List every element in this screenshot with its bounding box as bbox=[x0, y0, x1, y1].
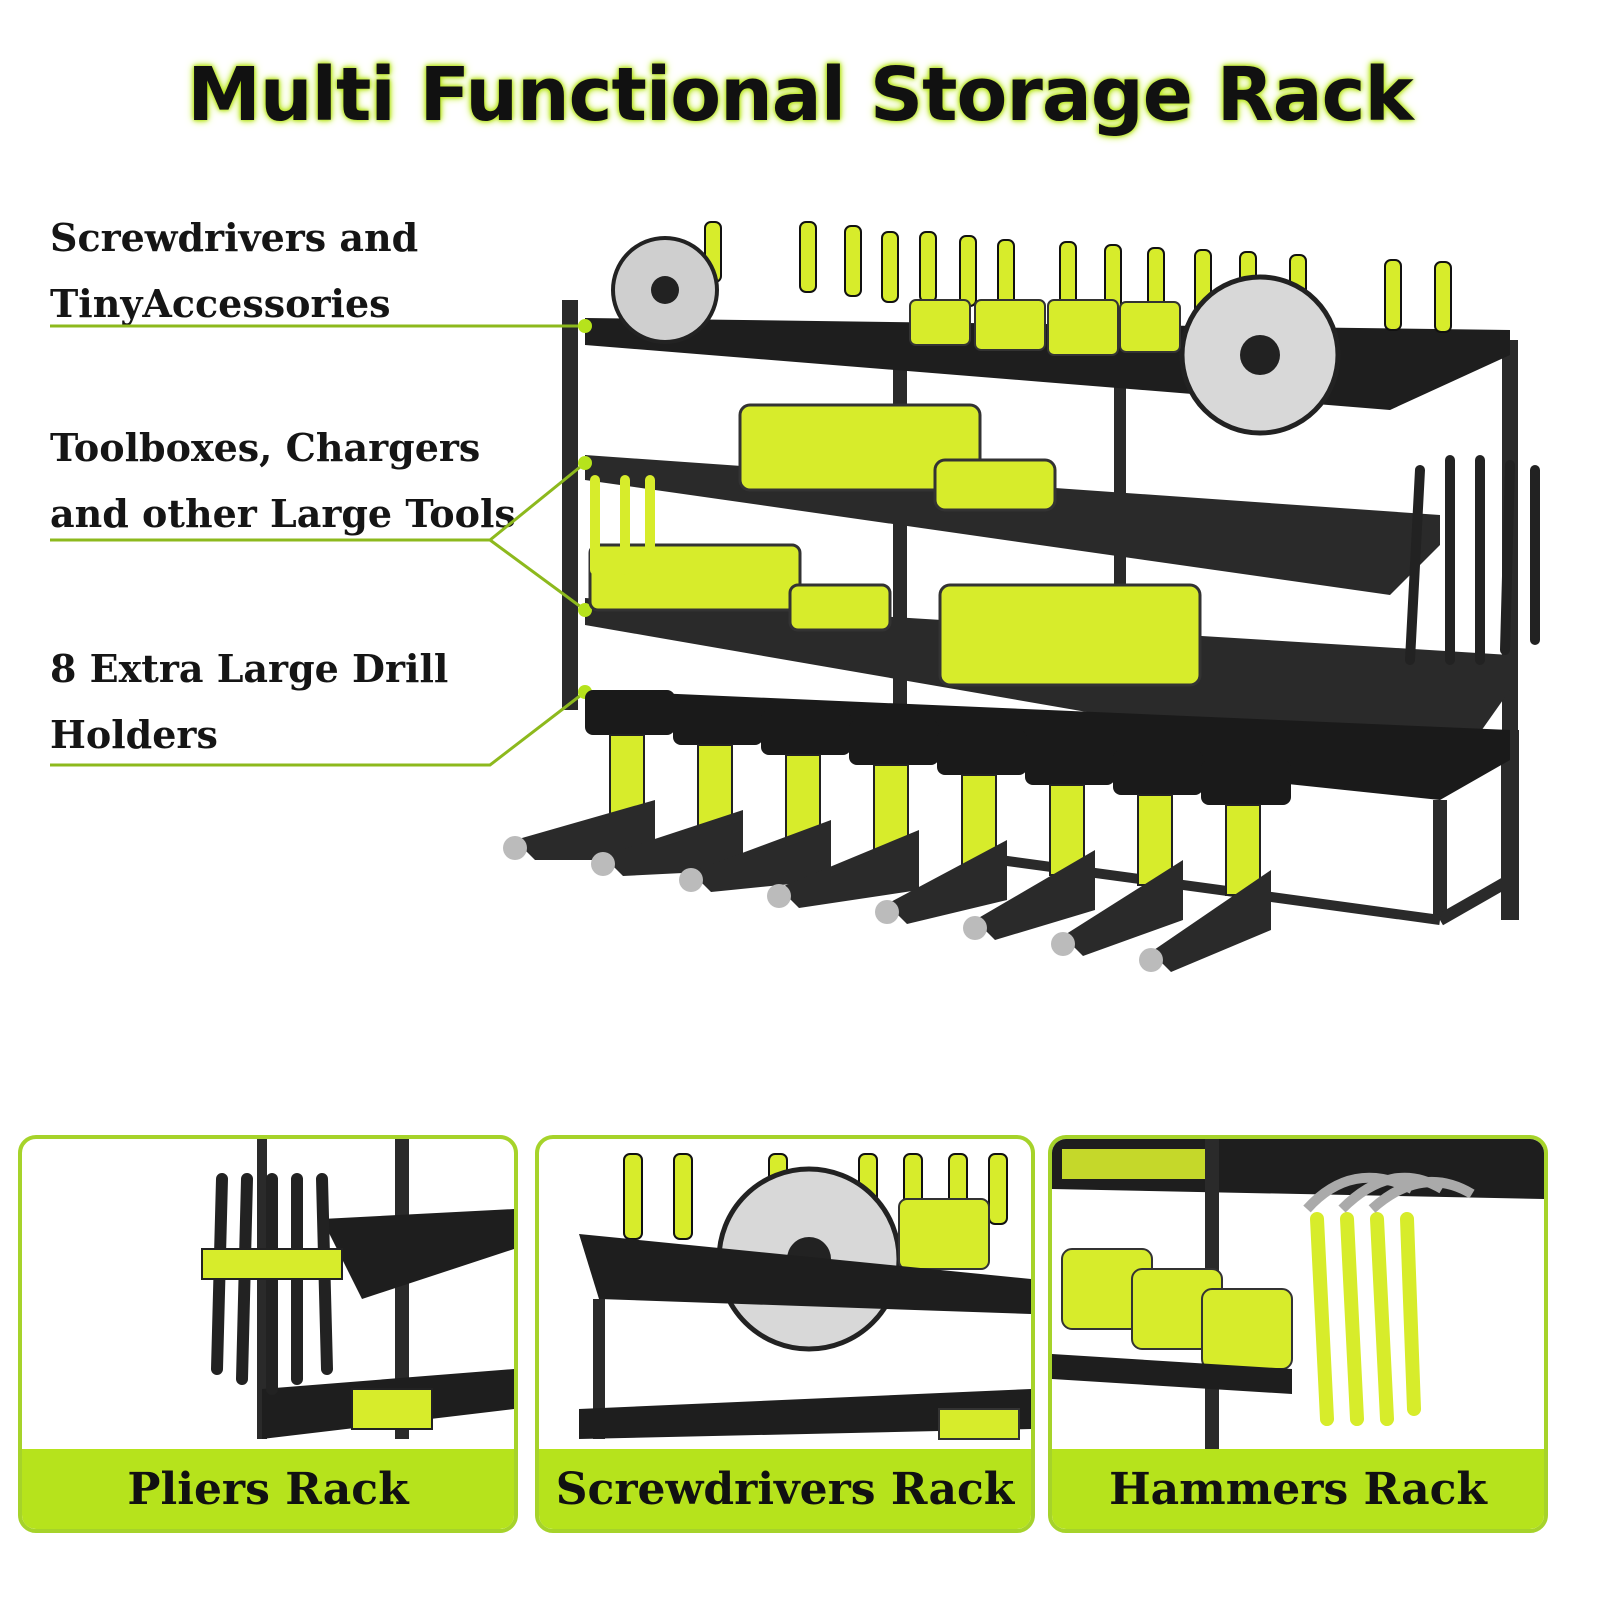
drill bbox=[1139, 760, 1291, 972]
drill bbox=[503, 690, 675, 860]
callout-line: TinyAccessories bbox=[50, 281, 391, 326]
callout-line: Screwdrivers and bbox=[50, 215, 419, 260]
pliers-rack-image bbox=[201, 1139, 514, 1439]
pliers-side bbox=[1405, 455, 1540, 665]
callout-line: Toolboxes, Chargers bbox=[50, 425, 481, 470]
toolbox-middle bbox=[738, 403, 1057, 512]
callout-drill-holders: 8 Extra Large Drill Holders bbox=[50, 636, 448, 768]
panel-screwdrivers: Screwdrivers Rack bbox=[535, 1135, 1035, 1533]
panel-hammers: Hammers Rack bbox=[1048, 1135, 1548, 1533]
drill bbox=[1051, 750, 1203, 956]
drill bbox=[767, 720, 939, 908]
drill bbox=[963, 740, 1115, 940]
page-title: Multi Functional Storage Rack bbox=[187, 52, 1413, 138]
callout-line: Holders bbox=[50, 712, 218, 757]
drill bbox=[591, 700, 763, 876]
callout-line: 8 Extra Large Drill bbox=[50, 646, 449, 691]
panel-label: Pliers Rack bbox=[22, 1449, 514, 1529]
screwdrivers-rack-image bbox=[579, 1153, 1031, 1440]
callout-toolboxes: Toolboxes, Chargers and other Large Tool… bbox=[50, 415, 516, 547]
hammers-rack-image bbox=[1052, 1139, 1544, 1459]
storage-rack-illustration bbox=[50, 221, 1540, 972]
toolbox-lower bbox=[588, 543, 1202, 687]
callout-screwdrivers: Screwdrivers and TinyAccessories bbox=[50, 205, 418, 337]
callout-line: and other Large Tools bbox=[50, 491, 516, 536]
panel-pliers: Pliers Rack bbox=[18, 1135, 518, 1533]
drill bbox=[875, 730, 1027, 924]
drills-group bbox=[503, 690, 1291, 972]
panel-label: Screwdrivers Rack bbox=[539, 1449, 1031, 1529]
circular-saw-blades bbox=[611, 236, 1341, 436]
drill bbox=[679, 710, 851, 892]
callout-leaders bbox=[50, 319, 592, 767]
hammers-side bbox=[590, 475, 655, 575]
batteries-top bbox=[909, 299, 1181, 356]
panel-label: Hammers Rack bbox=[1052, 1449, 1544, 1529]
